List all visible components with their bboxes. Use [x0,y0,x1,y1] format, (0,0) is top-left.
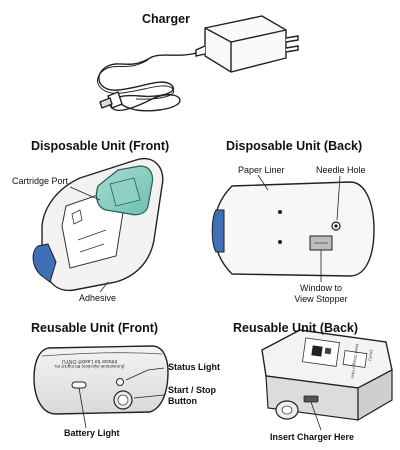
charger-illustration [97,15,299,112]
label-needle-hole: Needle Hole [316,165,366,175]
label-start-stop-line2: Button [168,396,197,406]
label-paper-liner: Paper Liner [238,165,285,175]
label-start-stop-line1: Start / Stop [168,385,217,395]
device-text-front-line2: (furosemide injection) 80 mg/10 mL [54,364,125,369]
section-title-reusable-back: Reusable Unit (Back) [233,321,359,335]
label-window-line2: View Stopper [294,294,348,304]
section-title-charger: Charger [142,12,190,26]
section-title-disposable-front: Disposable Unit (Front) [31,139,170,153]
disposable-front-illustration [32,157,164,293]
reusable-back-illustration [261,329,393,431]
section-title-reusable-front: Reusable Unit (Front) [31,321,159,335]
label-status-light: Status Light [168,362,220,372]
label-adhesive: Adhesive [79,293,117,303]
section-title-disposable-back: Disposable Unit (Back) [226,139,363,153]
label-cartridge-port: Cartridge Port [12,176,69,186]
reusable-front-illustration [33,345,169,429]
label-battery-light: Battery Light [64,428,120,438]
disposable-back-illustration [211,174,375,282]
label-window-line1: Window to [299,283,343,293]
label-insert-charger: Insert Charger Here [270,432,355,442]
